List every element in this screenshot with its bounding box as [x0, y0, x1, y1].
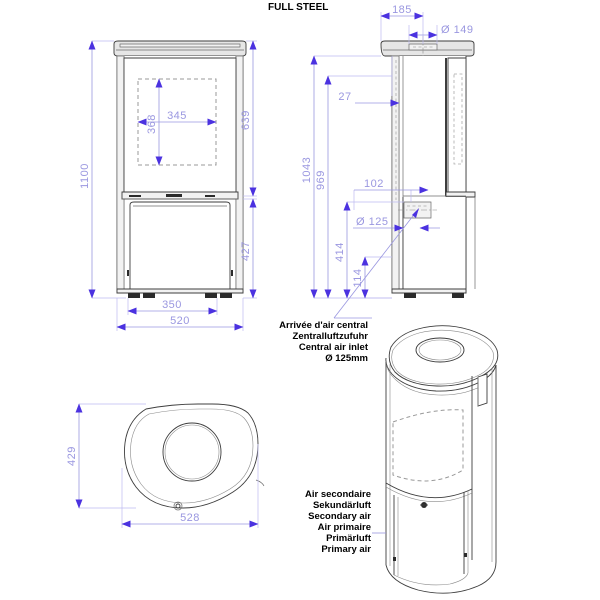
central-air-inlet-note: Arrivée d'air central Zentralluftzufuhr … [279, 320, 368, 364]
dim-flue-offset: 185 [392, 4, 412, 16]
side-elevation-geometry [380, 36, 476, 298]
plan-view-dimensions: 429 528 [66, 403, 259, 528]
dim-plan-width: 528 [180, 512, 200, 524]
dim-rear-outlet-height: 969 [315, 170, 327, 190]
side-elevation-dimensions: 185 Ø 149 27 1043 969 102 414 Ø 125 [301, 4, 473, 319]
dim-base-height: 427 [240, 241, 252, 261]
dim-overall-height: 1100 [79, 163, 91, 189]
dim-air-inlet-offset: 102 [364, 178, 384, 190]
dim-overall-width: 520 [170, 315, 190, 327]
dim-body-height: 639 [240, 110, 252, 130]
dim-firebox-width: 345 [167, 110, 187, 122]
dim-rear-offset: 27 [338, 91, 351, 103]
dim-air-inlet-diameter: Ø 125 [356, 216, 388, 228]
perspective-view-geometry [385, 325, 499, 594]
plan-view-geometry [124, 403, 265, 511]
dim-base-width: 350 [162, 299, 182, 311]
air-controls-note: Air secondaire Sekundärluft Secondary ai… [305, 489, 371, 555]
dim-plan-depth: 429 [66, 446, 78, 466]
front-elevation-dimensions: 1100 639 427 345 368 350 520 [79, 40, 257, 331]
front-elevation-geometry [113, 40, 247, 298]
dim-flue-diameter: Ø 149 [441, 24, 473, 36]
dim-firebox-height: 368 [146, 114, 158, 134]
drawing-title: FULL STEEL [268, 2, 329, 13]
dim-lower-height: 114 [352, 268, 364, 287]
dim-air-inlet-height: 414 [334, 242, 346, 262]
dim-rear-flue-height: 1043 [301, 157, 313, 183]
